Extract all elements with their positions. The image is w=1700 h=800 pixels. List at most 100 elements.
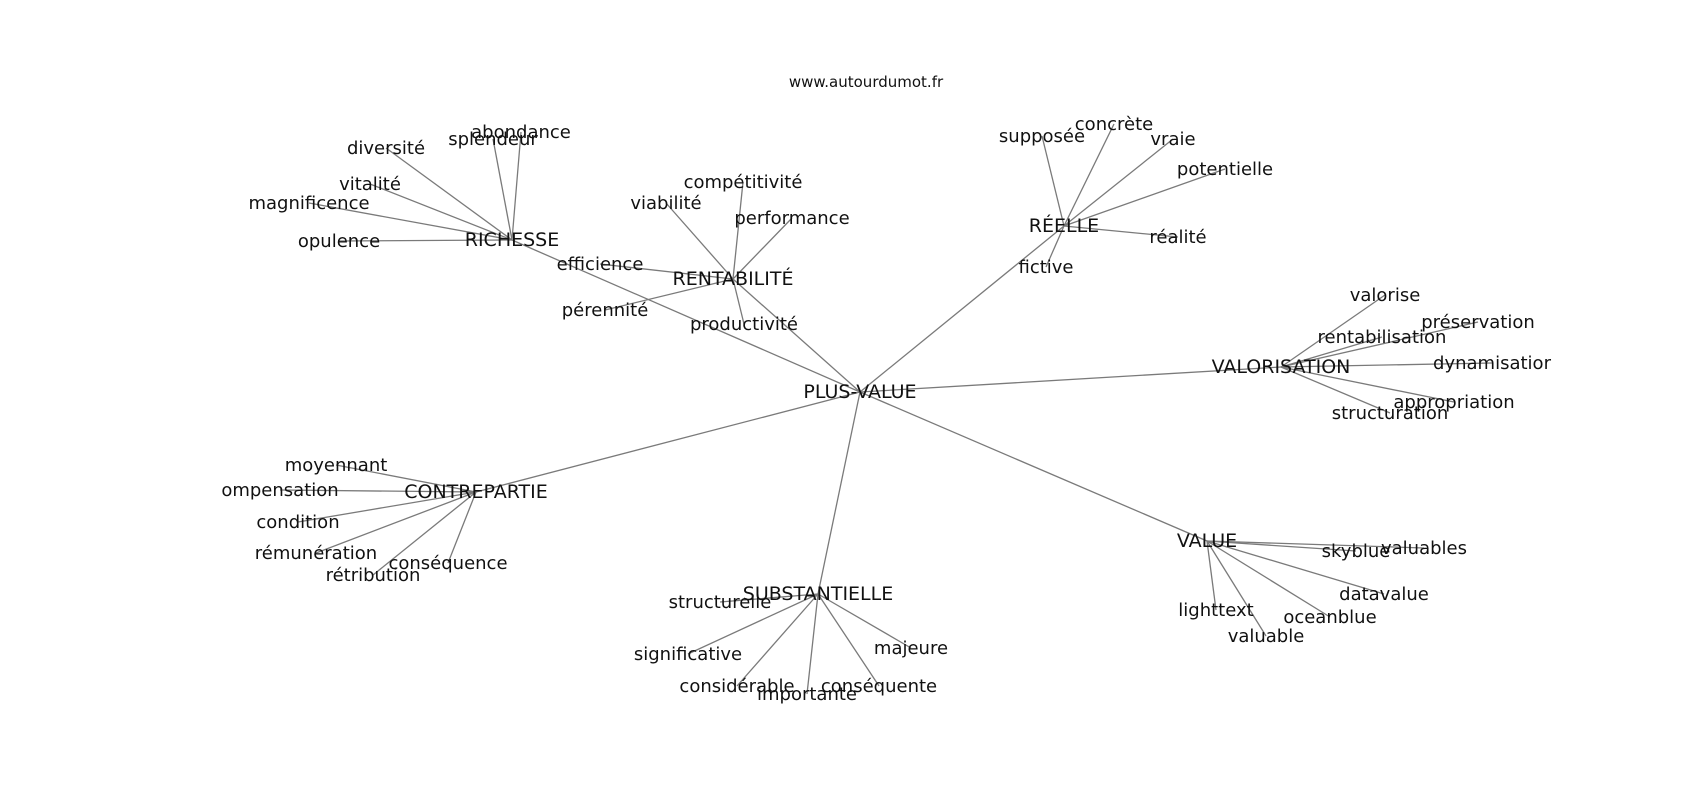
word-node: compétitivité	[684, 172, 803, 193]
word-node: préservation	[1421, 312, 1535, 333]
edge-hub-word	[1206, 540, 1217, 611]
edge-hub-word	[1280, 362, 1493, 368]
edge-hub-word	[1280, 366, 1391, 414]
word-node: supposée	[999, 126, 1085, 147]
edge-center-hub	[732, 278, 861, 393]
hub-node: CONTREPARTIE	[404, 481, 548, 503]
edge-center-hub	[817, 391, 861, 595]
word-node: pérennité	[562, 300, 649, 321]
hub-node: VALUE	[1177, 530, 1237, 552]
edge-hub-word	[1063, 168, 1226, 227]
word-node: moyennant	[285, 455, 388, 476]
word-node: valuable	[1228, 626, 1305, 647]
edge-hub-word	[599, 263, 734, 280]
word-node: significative	[634, 644, 742, 665]
edge-hub-word	[1206, 540, 1267, 637]
edge-hub-word	[372, 491, 477, 576]
word-node: lighttext	[1178, 600, 1253, 621]
word-node: appropriation	[1393, 392, 1514, 413]
hub-node: RÉELLE	[1029, 214, 1099, 237]
word-node: abondance	[471, 122, 571, 143]
edge-hub-word	[1280, 321, 1479, 368]
word-node: valuables	[1381, 538, 1467, 559]
word-node: dynamisatior	[1433, 353, 1552, 374]
center-node: PLUS-VALUE	[803, 381, 916, 403]
edge-hub-word	[665, 202, 734, 280]
edge-hub-word	[719, 593, 819, 603]
hub-node: RENTABILITÉ	[673, 267, 794, 290]
word-node: concrète	[1075, 114, 1153, 135]
edge-center-hub	[859, 391, 1208, 542]
word-node: vraie	[1150, 129, 1195, 150]
edge-hub-word	[1063, 225, 1179, 238]
edge-center-hub	[859, 225, 1065, 393]
word-node: majeure	[874, 638, 948, 659]
word-node: viabilité	[630, 193, 701, 214]
word-node: fictive	[1018, 257, 1073, 278]
edge-hub-word	[806, 593, 819, 695]
edge-hub-word	[732, 217, 793, 280]
edge-hub-word	[1280, 336, 1383, 368]
edge-hub-word	[687, 593, 819, 655]
word-node: conséquence	[388, 553, 507, 574]
edge-hub-word	[817, 593, 880, 687]
hub-node: RICHESSE	[465, 229, 560, 251]
word-node: vitalité	[339, 174, 401, 195]
edge-hub-word	[279, 489, 477, 493]
graph-edges	[279, 123, 1493, 695]
edge-hub-word	[511, 131, 522, 241]
word-node: considérable	[679, 676, 794, 697]
edge-center-hub	[475, 391, 861, 493]
edge-hub-word	[297, 491, 477, 523]
edge-hub-word	[1206, 540, 1385, 595]
edge-hub-word	[447, 491, 477, 564]
edge-hub-word	[817, 593, 912, 649]
edge-hub-word	[1206, 540, 1357, 552]
word-node: rentabilisation	[1318, 327, 1447, 348]
edge-hub-word	[1063, 138, 1174, 227]
edge-hub-word	[308, 202, 513, 241]
edge-hub-word	[492, 138, 513, 241]
edge-hub-word	[604, 278, 734, 311]
edge-hub-word	[1041, 135, 1065, 227]
word-node: conséquente	[821, 676, 937, 697]
word-node: datavalue	[1339, 584, 1429, 605]
hub-node: VALORISATION	[1212, 356, 1351, 378]
word-node: skyblue	[1322, 541, 1391, 562]
hub-node: SUBSTANTIELLE	[743, 583, 893, 605]
word-node: structuration	[1332, 403, 1449, 424]
edge-hub-word	[736, 593, 819, 687]
site-watermark: www.autourdumot.fr	[789, 73, 944, 91]
edge-hub-word	[335, 464, 477, 493]
word-node: condition	[256, 512, 339, 533]
word-node: splendeur	[448, 129, 538, 150]
word-node: performance	[734, 208, 849, 229]
edge-center-hub	[511, 239, 861, 393]
word-node: ompensation	[221, 480, 338, 501]
edge-hub-word	[1280, 294, 1386, 368]
word-node: magnificence	[248, 193, 369, 214]
word-node: rétribution	[326, 565, 421, 586]
edge-hub-word	[732, 278, 745, 325]
word-node: importante	[757, 684, 857, 705]
word-node: structurelle	[669, 592, 772, 613]
edge-hub-word	[1045, 225, 1065, 268]
edge-hub-word	[369, 183, 513, 241]
edge-hub-word	[1206, 540, 1425, 549]
edge-hub-word	[1280, 366, 1455, 403]
word-node: valorise	[1350, 285, 1421, 306]
edge-center-hub	[859, 366, 1282, 393]
word-node: réalité	[1149, 227, 1206, 248]
word-node: diversité	[347, 138, 425, 159]
word-node: productivité	[690, 314, 798, 335]
edge-hub-word	[385, 147, 513, 241]
word-node: potentielle	[1177, 159, 1273, 180]
word-node: efficience	[557, 254, 644, 275]
edge-hub-word	[338, 239, 513, 242]
edge-hub-word	[1063, 123, 1115, 227]
word-node: rémunération	[255, 543, 377, 564]
edge-hub-word	[732, 181, 744, 280]
edge-hub-word	[315, 491, 477, 554]
